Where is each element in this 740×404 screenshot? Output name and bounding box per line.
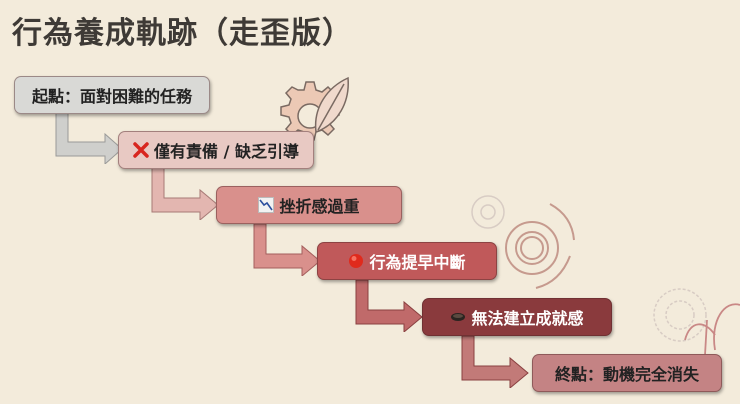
- step-label: 無法建立成就感: [471, 309, 584, 328]
- step-label: 行為提早中斷: [369, 253, 466, 272]
- arrow-connector-5: [461, 336, 529, 388]
- step-start: 起點：面對困難的任務: [14, 76, 210, 114]
- step-end: 終點：動機完全消失: [532, 354, 722, 392]
- step-label: 起點：面對困難的任務: [31, 87, 192, 106]
- step-blame-no-guidance: 僅有責備 / 缺乏引導: [118, 131, 314, 169]
- gear-plants-icon: [653, 288, 740, 356]
- step-label: 終點：動機完全消失: [554, 365, 699, 384]
- gears-rotate-icon: [471, 195, 575, 289]
- red-x-icon: [133, 142, 149, 158]
- step-frustration: 挫折感過重: [216, 186, 402, 224]
- step-label: 挫折感過重: [279, 197, 360, 216]
- gear-leaf-icon: [280, 76, 349, 141]
- step-behavior-stops: 行為提早中斷: [317, 242, 497, 280]
- page-title: 行為養成軌跡（走歪版）: [12, 16, 353, 51]
- arrow-connector-3: [253, 224, 321, 276]
- step-label: 僅有責備 / 缺乏引導: [154, 142, 299, 161]
- arrow-connector-4: [355, 280, 423, 332]
- chart-decreasing-icon: [258, 197, 275, 213]
- arrow-connector-2: [151, 168, 219, 220]
- step-no-achievement: 無法建立成就感: [422, 298, 612, 336]
- hole-icon: [450, 312, 466, 322]
- arrow-connector-1: [55, 112, 123, 164]
- red-circle-icon: [348, 253, 364, 269]
